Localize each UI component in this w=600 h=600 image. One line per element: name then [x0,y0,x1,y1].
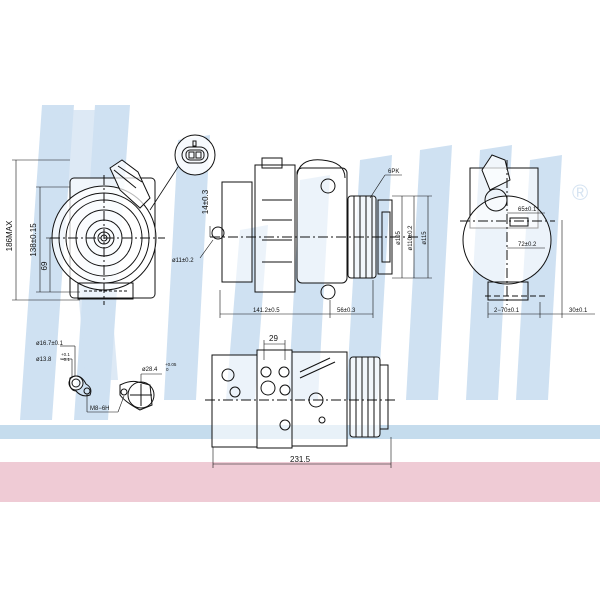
dim-port-b: 72±0.2 [518,242,537,248]
dim-mount-offset: 30±0.1 [569,308,588,314]
dim-overall-length: 231.5 [290,455,311,464]
connector-detail [149,134,216,211]
dim-flange-tol-plus: +0.05 [165,362,177,367]
pulley-type-label: 6PK [388,169,399,175]
dim-body-length: 141.2±0.5 [253,308,280,314]
dim-port-a: 65±0.1 [518,207,537,213]
dim-port-offset: 14±0.3 [201,189,210,214]
dim-flange-diameter: ø28.4 [142,367,158,373]
dim-port-inner-diameter: ø13.8 [36,357,52,363]
dim-pulley-d3: ø115 [422,231,428,245]
dim-pulley-d1: ø105 [396,231,402,245]
rear-view [460,154,595,318]
bottom-view [205,340,395,468]
registered-mark: ® [572,180,588,205]
dim-pulley-d2: ø110±0.2 [408,225,414,251]
port-detail [60,345,162,413]
dim-overall-height: 186MAX [5,220,14,251]
dim-mount-spacing: 138±0.15 [29,223,38,257]
dim-center-height: 69 [40,261,49,270]
dim-flange-tol-minus: 0 [166,367,169,372]
dim-inner-tol-minus: −0.1 [61,357,70,362]
dim-pulley-offset: 56±0.3 [337,308,356,314]
front-view [12,159,165,305]
dim-thread: M8−6H [90,406,110,412]
dim-port-outer-diameter: ø16.7±0.1 [36,341,64,347]
side-view [199,157,432,318]
dim-port-spacing: 29 [269,334,278,343]
dim-inner-tol-plus: +0.1 [61,352,70,357]
dim-mount-holes: 2−70±0.1 [494,308,520,314]
dim-port-diameter: ø11±0.2 [172,258,194,264]
